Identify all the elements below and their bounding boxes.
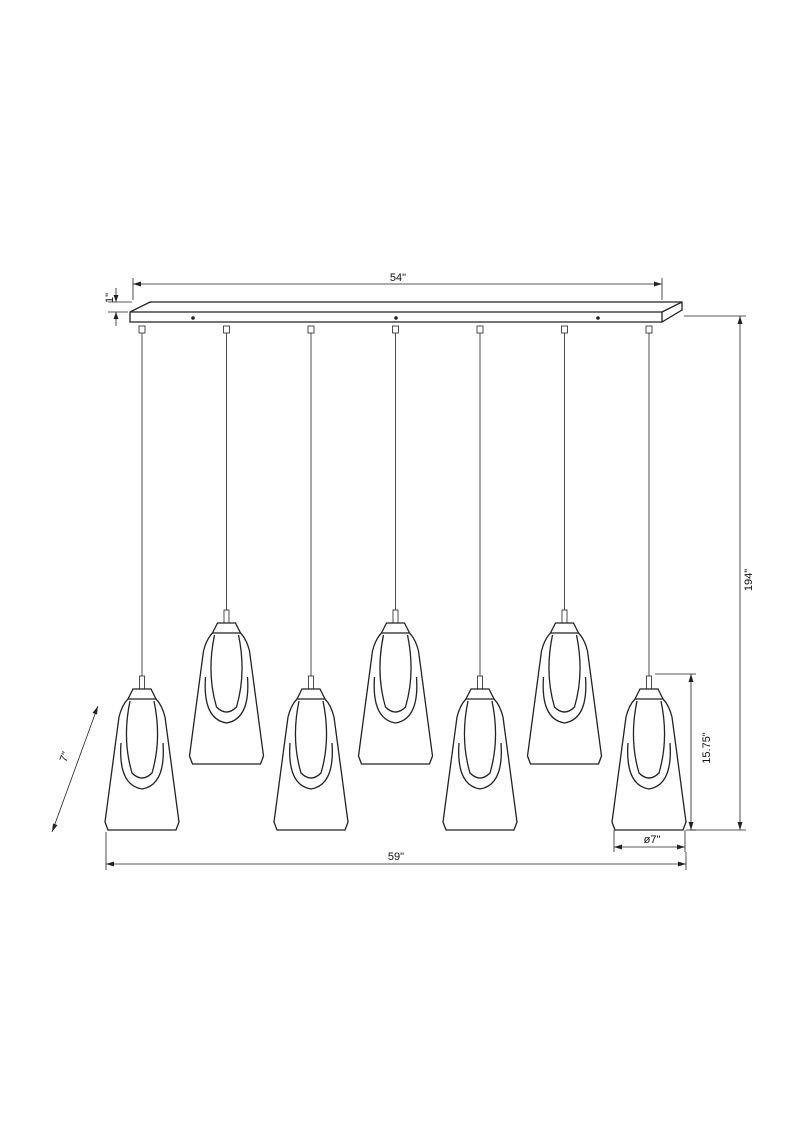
pendant-inner-glass	[294, 700, 328, 779]
pendant-hook	[561, 325, 568, 334]
pendant-hook	[476, 325, 484, 334]
label-pendant-height: 15.75"	[701, 732, 713, 764]
pendant-inner-glass	[125, 700, 159, 779]
canopy-screws	[191, 316, 600, 320]
dimension-overall-height: 194"	[684, 315, 755, 831]
pendant-shade	[104, 698, 180, 831]
pendant-socket	[139, 675, 145, 690]
pendant-5	[442, 325, 518, 831]
pendant-inner-curve	[458, 742, 502, 790]
pendant-cap	[633, 688, 665, 700]
pendant-3	[273, 325, 349, 831]
pendant-cap	[549, 622, 580, 634]
dimension-overall-width: 59"	[105, 832, 687, 870]
pendant-shade	[357, 632, 434, 765]
pendant-socket	[561, 609, 568, 624]
pendant-socket	[223, 609, 230, 624]
pendant-hook	[645, 325, 653, 334]
pendant-shade	[526, 632, 603, 765]
pendant-inner-curve	[373, 676, 418, 724]
pendant-cap	[126, 688, 158, 700]
label-pendant-diameter: ø7"	[644, 834, 661, 846]
pendant-group	[104, 325, 687, 831]
pendant-inner-curve	[289, 742, 333, 790]
pendant-socket	[646, 675, 652, 690]
pendant-inner-glass	[463, 700, 497, 779]
pendant-inner-curve	[627, 742, 671, 790]
pendant-shade	[442, 698, 518, 831]
dimension-canopy-height: 1"	[104, 288, 132, 326]
pendant-inner-glass	[210, 634, 243, 713]
pendant-6	[526, 325, 603, 765]
pendant-2	[188, 325, 265, 765]
pendant-4	[357, 325, 434, 765]
label-canopy-height: 1"	[104, 293, 116, 303]
pendant-hook	[392, 325, 399, 334]
dimension-pendant-diameter: ø7"	[613, 830, 686, 852]
pendant-inner-glass	[632, 700, 666, 779]
pendant-socket	[477, 675, 483, 690]
pendant-socket	[392, 609, 399, 624]
pendant-inner-glass	[379, 634, 412, 713]
pendant-cap	[380, 622, 411, 634]
pendant-inner-curve	[542, 676, 587, 724]
canopy-bar	[129, 301, 683, 323]
label-overall-width: 59"	[388, 851, 404, 863]
pendant-hook	[307, 325, 315, 334]
label-overall-height: 194"	[743, 569, 755, 591]
pendant-inner-glass	[548, 634, 581, 713]
pendant-socket	[308, 675, 314, 690]
pendant-inner-curve	[120, 742, 164, 790]
pendant-1	[104, 325, 180, 831]
pendant-shade	[611, 698, 687, 831]
pendant-7	[611, 325, 687, 831]
label-depth: 7"	[58, 750, 73, 764]
pendant-hook	[138, 325, 146, 334]
dimension-depth: 7"	[51, 705, 99, 833]
dimension-pendant-height: 15.75"	[655, 673, 713, 831]
pendant-inner-curve	[204, 676, 249, 724]
pendant-cap	[464, 688, 496, 700]
pendant-hook	[223, 325, 230, 334]
dimension-canopy-length: 54"	[132, 272, 663, 300]
pendant-cap	[295, 688, 327, 700]
label-canopy-length: 54"	[390, 272, 406, 284]
pendant-cap	[211, 622, 242, 634]
pendant-shade	[273, 698, 349, 831]
pendant-shade	[188, 632, 265, 765]
